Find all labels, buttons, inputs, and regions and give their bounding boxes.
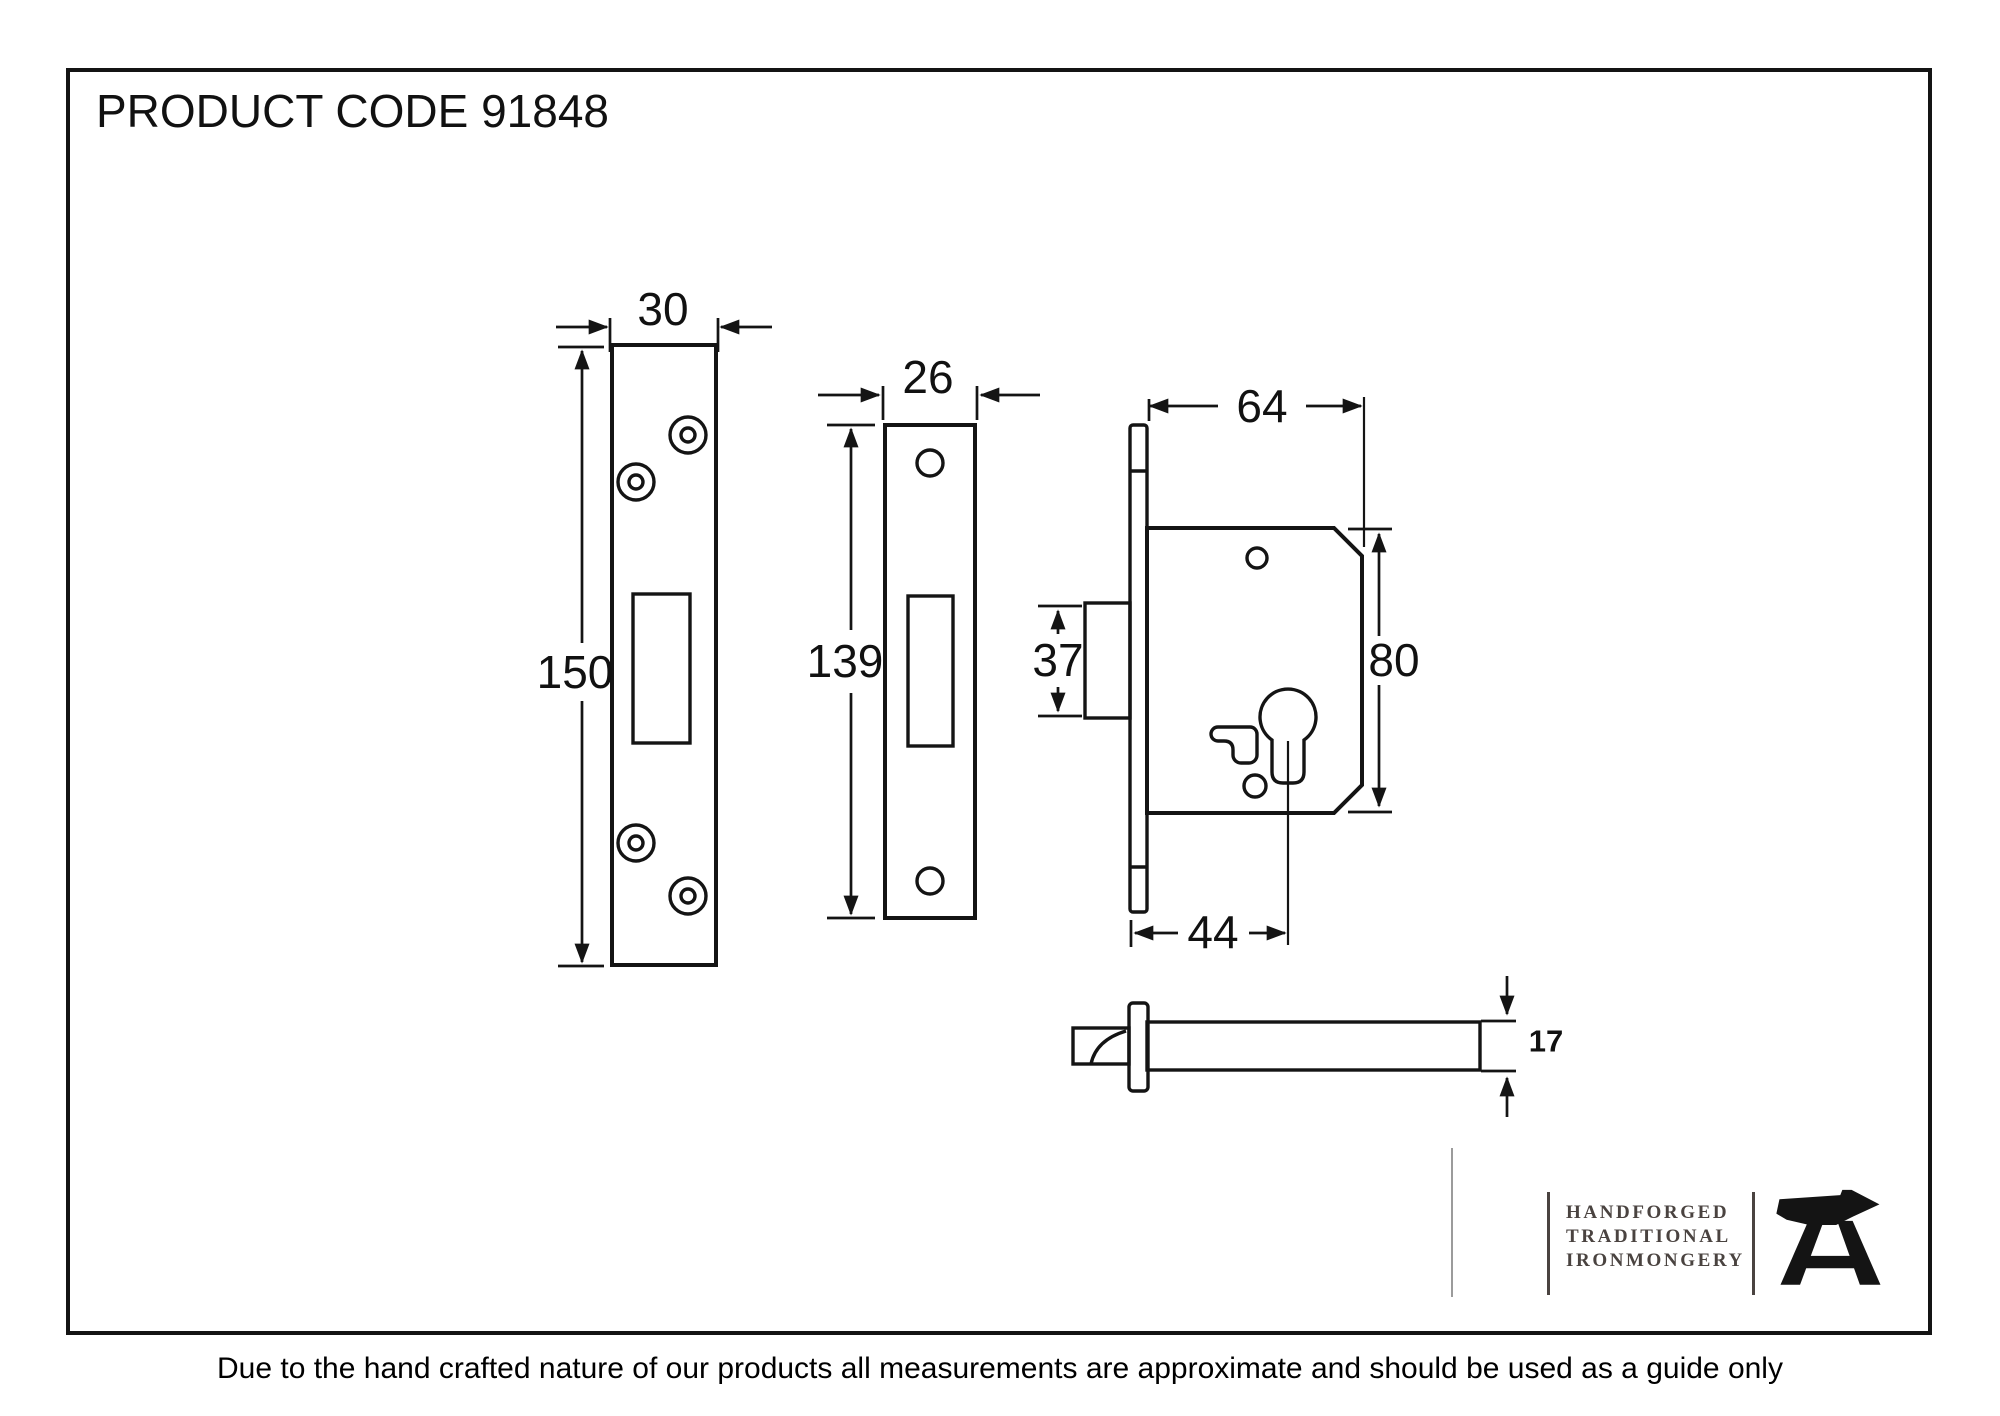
strike-plate-height-label: 150 xyxy=(537,646,614,698)
faceplate-height-dimension: 139 xyxy=(807,423,884,920)
bolt-body-outline xyxy=(1145,1020,1482,1072)
pin-hole xyxy=(1242,773,1268,799)
lock-case-view: 64 80 37 44 xyxy=(1032,380,1419,958)
logo-divider-left xyxy=(1547,1192,1550,1295)
euro-cylinder-cutout xyxy=(1258,687,1318,785)
lock-case-height-label: 80 xyxy=(1368,634,1419,686)
faceplate-width-dimension: 26 xyxy=(818,351,1040,420)
faceplate-view: 26 139 xyxy=(807,351,1040,920)
strike-plate-outline xyxy=(610,343,718,967)
strike-plate-screw-hole xyxy=(616,823,656,863)
spindle-side-view: 17 xyxy=(1071,976,1563,1117)
strike-plate-width-label: 30 xyxy=(637,283,688,335)
lock-faceplate-edge xyxy=(1128,423,1149,914)
strike-plate-height-dimension: 150 xyxy=(537,345,614,968)
spindle-thickness-dimension: 17 xyxy=(1481,976,1563,1117)
faceplate-cutout xyxy=(906,594,955,748)
lever-cutout xyxy=(1209,725,1259,765)
strike-plate-screw-hole xyxy=(668,415,708,455)
faceplate-screw-hole xyxy=(915,448,945,478)
deadbolt-height-dimension: 37 xyxy=(1032,604,1084,718)
spindle-thickness-label: 17 xyxy=(1529,1024,1563,1059)
logo-line: TRADITIONAL xyxy=(1566,1226,1731,1247)
drawing-border xyxy=(66,68,1932,1335)
faceplate-height-label: 139 xyxy=(807,635,884,687)
disclaimer-text: Due to the hand crafted nature of our pr… xyxy=(217,1352,1783,1385)
anvil-icon xyxy=(1776,1189,1881,1285)
faceplate-screw-hole xyxy=(915,866,945,896)
page-title: PRODUCT CODE 91848 xyxy=(96,85,609,137)
strike-plate-cutout xyxy=(631,592,692,745)
lock-case-depth-dimension: 64 xyxy=(1147,380,1366,547)
strike-plate-width-dimension: 30 xyxy=(556,283,772,352)
strike-plate-screw-hole xyxy=(616,462,656,502)
deadbolt-outline xyxy=(1083,601,1132,720)
logo-wordmark: HANDFORGED TRADITIONAL IRONMONGERY xyxy=(1566,1201,1745,1273)
strike-plate-view: 30 150 xyxy=(537,283,772,968)
backset-dimension: 44 xyxy=(1129,906,1287,958)
bolt-bevel-curve xyxy=(1089,1029,1127,1065)
logo-line: IRONMONGERY xyxy=(1566,1250,1745,1271)
logo-divider-right xyxy=(1752,1192,1755,1295)
faceplate-width-label: 26 xyxy=(902,351,953,403)
bolt-faceplate-edge xyxy=(1127,1001,1150,1093)
logo-line: HANDFORGED xyxy=(1566,1202,1730,1223)
brand-logo: HANDFORGED TRADITIONAL IRONMONGERY xyxy=(1540,1186,1940,1304)
lock-case-depth-label: 64 xyxy=(1236,380,1287,432)
case-screw-hole xyxy=(1245,546,1269,570)
deadbolt-height-label: 37 xyxy=(1032,634,1083,686)
strike-plate-screw-hole xyxy=(668,876,708,916)
lock-case-outline xyxy=(1145,526,1364,815)
backset-label: 44 xyxy=(1187,906,1238,958)
faceplate-outline xyxy=(883,423,977,920)
lock-case-height-dimension: 80 xyxy=(1348,527,1420,814)
